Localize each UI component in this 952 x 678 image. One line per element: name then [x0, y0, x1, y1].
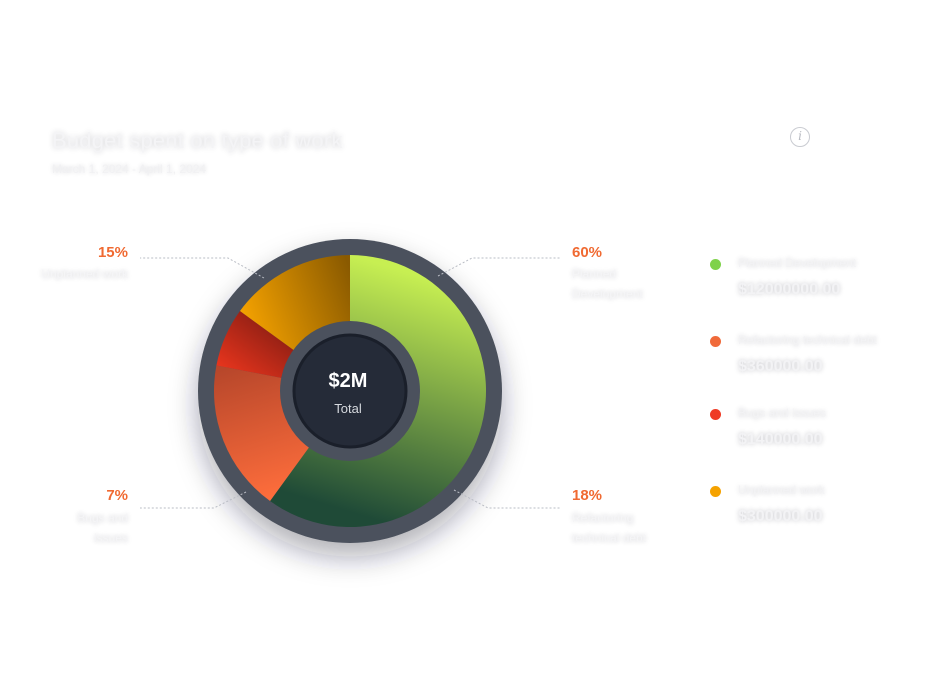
- callout-label-line: Refactoring: [572, 511, 634, 525]
- legend-name: Refactoring technical debt: [738, 333, 877, 347]
- callout-label-unplanned: Unplanned work: [18, 264, 128, 284]
- chart-title: Budget spent on type of work: [52, 128, 343, 153]
- legend-name: Unplanned work: [738, 483, 825, 497]
- callout-label-line: issues: [93, 531, 128, 545]
- info-icon[interactable]: i: [790, 127, 810, 147]
- callout-label-bugs: Bugs and issues: [18, 508, 128, 548]
- legend-value: $12000000.00: [738, 281, 841, 298]
- callout-label-planned: Planned Development: [572, 264, 682, 304]
- callout-label-line: technical debt: [572, 531, 647, 545]
- total-label: Total: [334, 401, 362, 416]
- leader-planned: [437, 257, 560, 277]
- callout-label-line: Development: [572, 287, 643, 301]
- callout-percent-planned: 60%: [572, 244, 603, 261]
- leader-bugs: [140, 491, 247, 509]
- callout-label-refactoring: Refactoring technical debt: [572, 508, 682, 548]
- donut-chart: $2M Total 60% Planned Development 18% Re…: [18, 239, 682, 548]
- legend-dot: [710, 409, 721, 420]
- legend-name: Planned Development: [738, 256, 857, 270]
- legend-dot: [710, 259, 721, 270]
- legend-value: $140000.00: [738, 431, 823, 448]
- callout-label-line: Unplanned work: [41, 267, 128, 281]
- legend-dot: [710, 336, 721, 347]
- legend-dot: [710, 486, 721, 497]
- legend-value: $300000.00: [738, 508, 823, 525]
- callout-label-line: Planned: [572, 267, 617, 281]
- callout-label-line: Bugs and: [77, 511, 128, 525]
- donut-hub: [292, 333, 408, 449]
- callout-percent-bugs: 7%: [106, 487, 128, 504]
- callout-percent-refactoring: 18%: [572, 487, 603, 504]
- legend-value: $360000.00: [738, 358, 823, 375]
- total-value: $2M: [328, 370, 368, 392]
- chart-header: Budget spent on type of work March 1, 20…: [52, 128, 343, 176]
- leader-unplanned: [140, 257, 265, 279]
- leader-refactoring: [453, 489, 560, 509]
- date-range: March 1, 2024 - April 1, 2024: [52, 162, 207, 176]
- legend-name: Bugs and issues: [738, 406, 827, 420]
- donut-center: $2M Total: [288, 370, 408, 416]
- donut-chart-svg: [140, 239, 560, 543]
- callout-percent-unplanned: 15%: [97, 244, 128, 261]
